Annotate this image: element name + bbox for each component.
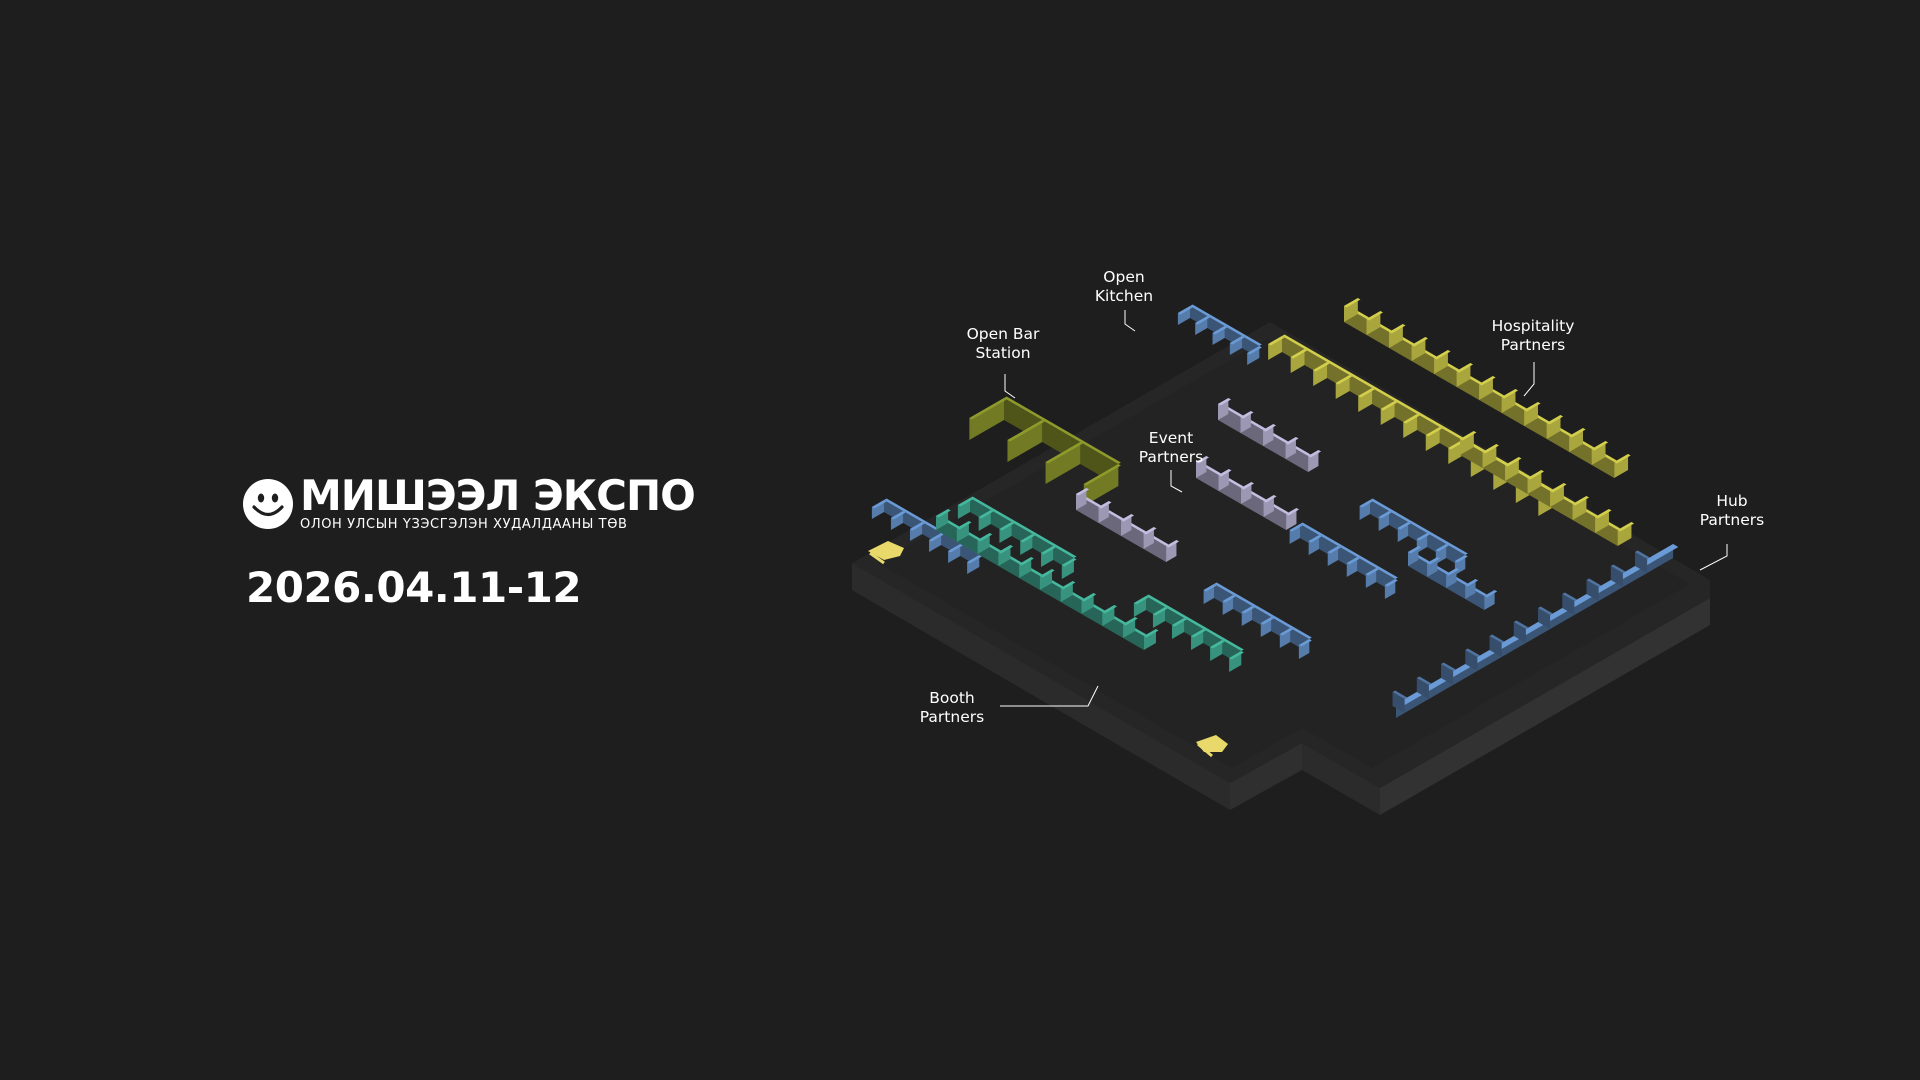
event-booth-row: [1218, 398, 1322, 472]
hospitality-booth: [1479, 376, 1493, 400]
hub-booth-row: [1203, 582, 1312, 659]
hospitality-booth-row: [1460, 431, 1635, 546]
hospitality-booth: [1456, 363, 1471, 387]
hospitality-booth: [1527, 470, 1542, 494]
event-booth-row: [1196, 456, 1300, 530]
hospitality-booth: [1595, 509, 1609, 533]
open-kitchen-booth: [1045, 442, 1081, 484]
open-kitchen-wall: [1004, 398, 1119, 486]
open-kitchen-booth: [969, 398, 1004, 440]
hospitality-booth: [1434, 350, 1448, 374]
hub-booth: [1416, 678, 1429, 699]
hub-booth: [1538, 608, 1551, 629]
open-kitchen-booth: [1007, 420, 1043, 462]
hospitality-booth: [1550, 483, 1564, 507]
hospitality-wall: [1460, 439, 1618, 546]
floor-slab: [852, 322, 1710, 815]
brand-name: МИШЭЭЛ ЭКСПО: [300, 471, 696, 520]
leader-lines: [1000, 310, 1728, 707]
entrance-marker-bottom: [1196, 735, 1228, 758]
booth-booth-row: [957, 496, 1077, 579]
event-dates: 2026.04.11-12: [246, 563, 582, 612]
hub-booth-row: [1359, 498, 1468, 575]
hub-booth-row: [1177, 304, 1262, 365]
booth-booth-row: [936, 509, 1159, 650]
event-booth-row: [1076, 488, 1180, 562]
booth-wall: [936, 516, 1144, 650]
hospitality-booth: [1425, 427, 1440, 451]
hospitality-booth: [1572, 496, 1587, 520]
hospitality-booth: [1411, 337, 1426, 361]
hub-long-row: [1392, 544, 1679, 718]
entrance-marker-left: [868, 541, 904, 565]
booth-booth-row: [1133, 594, 1244, 672]
hospitality-booth: [1448, 440, 1463, 464]
hub-booth: [967, 555, 980, 574]
hospitality-booth-row: [1344, 298, 1631, 478]
open-kitchen-booth: [1083, 464, 1119, 506]
hub-booth-row: [1408, 546, 1498, 610]
brand-subtitle: ОЛОН УЛСЫН ҮЗЭСГЭЛЭН ХУДАЛДААНЫ ТӨВ: [300, 517, 628, 532]
hub-booth-row: [1289, 522, 1398, 599]
brand-lockup: МИШЭЭЛ ЭКСПО ОЛОН УЛСЫН ҮЗЭСГЭЛЭН ХУДАЛД…: [242, 471, 696, 532]
open-kitchen-booth-row: [969, 396, 1121, 506]
smiley-face-icon: [243, 479, 293, 529]
